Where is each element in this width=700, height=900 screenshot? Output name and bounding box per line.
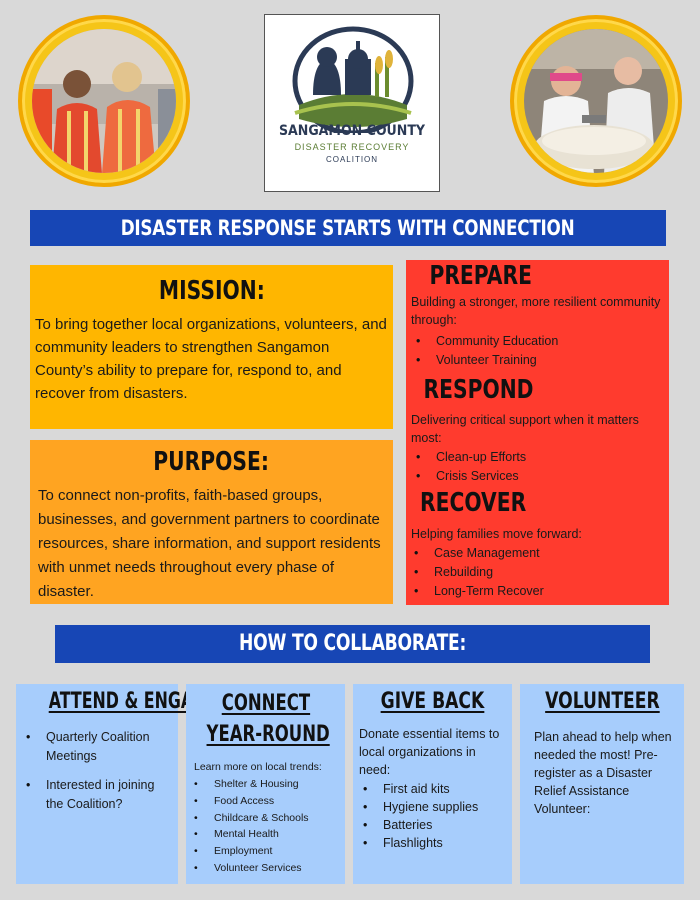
connect-list: Shelter & Housing Food Access Childcare … — [194, 776, 341, 877]
volunteer-title-text: VOLUNTEER — [544, 689, 660, 714]
list-item: Interested in joining the Coalition? — [26, 776, 168, 814]
logo-subtitle: DISASTER RECOVERY — [294, 142, 410, 152]
recover-title-text: RECOVER — [419, 488, 527, 518]
list-item: Long-Term Recover — [414, 582, 544, 601]
collaborate-banner: HOW TO COLLABORATE: — [55, 625, 650, 663]
list-item: Shelter & Housing — [194, 776, 341, 793]
list-item: Crisis Services — [416, 467, 526, 486]
prepare-list: Community Education Volunteer Training — [416, 332, 558, 370]
list-item: Community Education — [416, 332, 558, 351]
top-banner: DISASTER RESPONSE STARTS WITH CONNECTION — [30, 210, 666, 246]
respond-text: Delivering critical support when it matt… — [411, 413, 639, 445]
logo-emblem-icon — [292, 26, 414, 133]
purpose-panel: PURPOSE: To connect non-profits, faith-b… — [30, 440, 393, 604]
recover-text: Helping families move forward: — [411, 527, 582, 541]
give-intro: Donate essential items to local organiza… — [359, 727, 500, 777]
logo-title: SANGAMON COUNTY — [278, 123, 426, 139]
respond-list: Clean-up Efforts Crisis Services — [416, 448, 526, 486]
list-item: Hygiene supplies — [363, 798, 508, 816]
top-banner-text: DISASTER RESPONSE STARTS WITH CONNECTION — [121, 216, 575, 240]
connect-card: CONNECT YEAR-ROUND Learn more on local t… — [186, 684, 345, 884]
photo-volunteers-left — [18, 15, 190, 187]
list-item: Flashlights — [363, 834, 508, 852]
mission-text: To bring together local organizations, v… — [35, 316, 387, 402]
respond-title: RESPOND — [404, 374, 554, 405]
attend-title: ATTEND & ENGAGE — [16, 688, 217, 714]
prepare-text: Building a stronger, more resilient comm… — [411, 295, 661, 327]
food-service-photo — [524, 29, 668, 173]
attend-engage-card: ATTEND & ENGAGE Quarterly Coalition Meet… — [16, 684, 217, 884]
connect-title: CONNECT YEAR-ROUND — [186, 688, 345, 750]
mission-panel: MISSION: To bring together local organiz… — [30, 265, 393, 429]
list-item: Food Access — [194, 793, 341, 810]
phases-panel: PREPARE Building a stronger, more resili… — [406, 260, 669, 605]
respond-title-text: RESPOND — [423, 375, 534, 405]
attend-list: Quarterly Coalition Meetings Interested … — [26, 728, 168, 814]
mission-title-text: MISSION: — [158, 276, 265, 306]
volunteer-card: VOLUNTEER Plan ahead to help when needed… — [520, 684, 684, 884]
list-item: Childcare & Schools — [194, 810, 341, 827]
prepare-title: PREPARE — [406, 260, 556, 291]
list-item: Employment — [194, 843, 341, 860]
purpose-title: PURPOSE: — [30, 446, 393, 477]
purpose-text: To connect non-profits, faith-based grou… — [38, 487, 381, 600]
volunteer-text: Plan ahead to help when needed the most!… — [534, 730, 672, 816]
photo-volunteers-right — [510, 15, 682, 187]
list-item: Quarterly Coalition Meetings — [26, 728, 168, 766]
list-item: Rebuilding — [414, 563, 544, 582]
recover-list: Case Management Rebuilding Long-Term Rec… — [414, 544, 544, 601]
list-item: Case Management — [414, 544, 544, 563]
give-title-text: GIVE BACK — [380, 689, 485, 714]
list-item: Volunteer Services — [194, 860, 341, 877]
list-item: First aid kits — [363, 780, 508, 798]
purpose-title-text: PURPOSE: — [153, 447, 270, 477]
give-list: First aid kits Hygiene supplies Batterie… — [363, 780, 508, 852]
logo-tagline: COALITION — [325, 155, 379, 164]
list-item: Mental Health — [194, 826, 341, 843]
recover-title: RECOVER — [398, 487, 548, 518]
list-item: Clean-up Efforts — [416, 448, 526, 467]
list-item: Batteries — [363, 816, 508, 834]
connect-title-line2: YEAR-ROUND — [206, 722, 330, 747]
connect-intro: Learn more on local trends: — [194, 761, 322, 773]
list-item: Volunteer Training — [416, 351, 558, 370]
collaborate-banner-text: HOW TO COLLABORATE: — [238, 631, 467, 656]
volunteer-title: VOLUNTEER — [520, 688, 684, 714]
give-back-card: GIVE BACK Donate essential items to loca… — [353, 684, 512, 884]
mission-title: MISSION: — [30, 275, 393, 306]
give-title: GIVE BACK — [353, 688, 512, 714]
prepare-title-text: PREPARE — [429, 261, 533, 291]
coalition-logo: SANGAMON COUNTY DISASTER RECOVERY COALIT… — [264, 14, 440, 192]
volunteers-photo — [32, 29, 176, 173]
connect-title-line1: CONNECT — [221, 691, 310, 716]
